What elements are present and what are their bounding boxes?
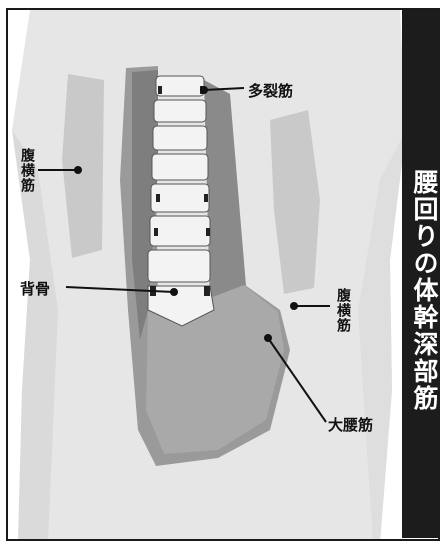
- panel-title: 腰回りの体幹深部筋: [402, 100, 440, 480]
- label-multifidus: 多裂筋: [248, 80, 293, 101]
- label-psoas: 大腰筋: [328, 414, 373, 435]
- dot-spine: [170, 288, 178, 296]
- spine-column: [148, 76, 214, 326]
- label-transversus-right: 腹横筋: [334, 288, 352, 333]
- label-transversus-left: 腹横筋: [18, 148, 36, 193]
- dot-multifidus: [200, 86, 208, 94]
- figure-frame: 多裂筋 腹横筋 背骨 腹横筋 大腰筋: [6, 8, 440, 541]
- dot-transversus-right: [290, 302, 298, 310]
- dot-psoas: [264, 334, 272, 342]
- anatomy-illustration: [8, 10, 440, 541]
- title-panel: 腰回りの体幹深部筋: [402, 10, 440, 538]
- dot-transversus-left: [74, 166, 82, 174]
- label-spine: 背骨: [20, 278, 50, 299]
